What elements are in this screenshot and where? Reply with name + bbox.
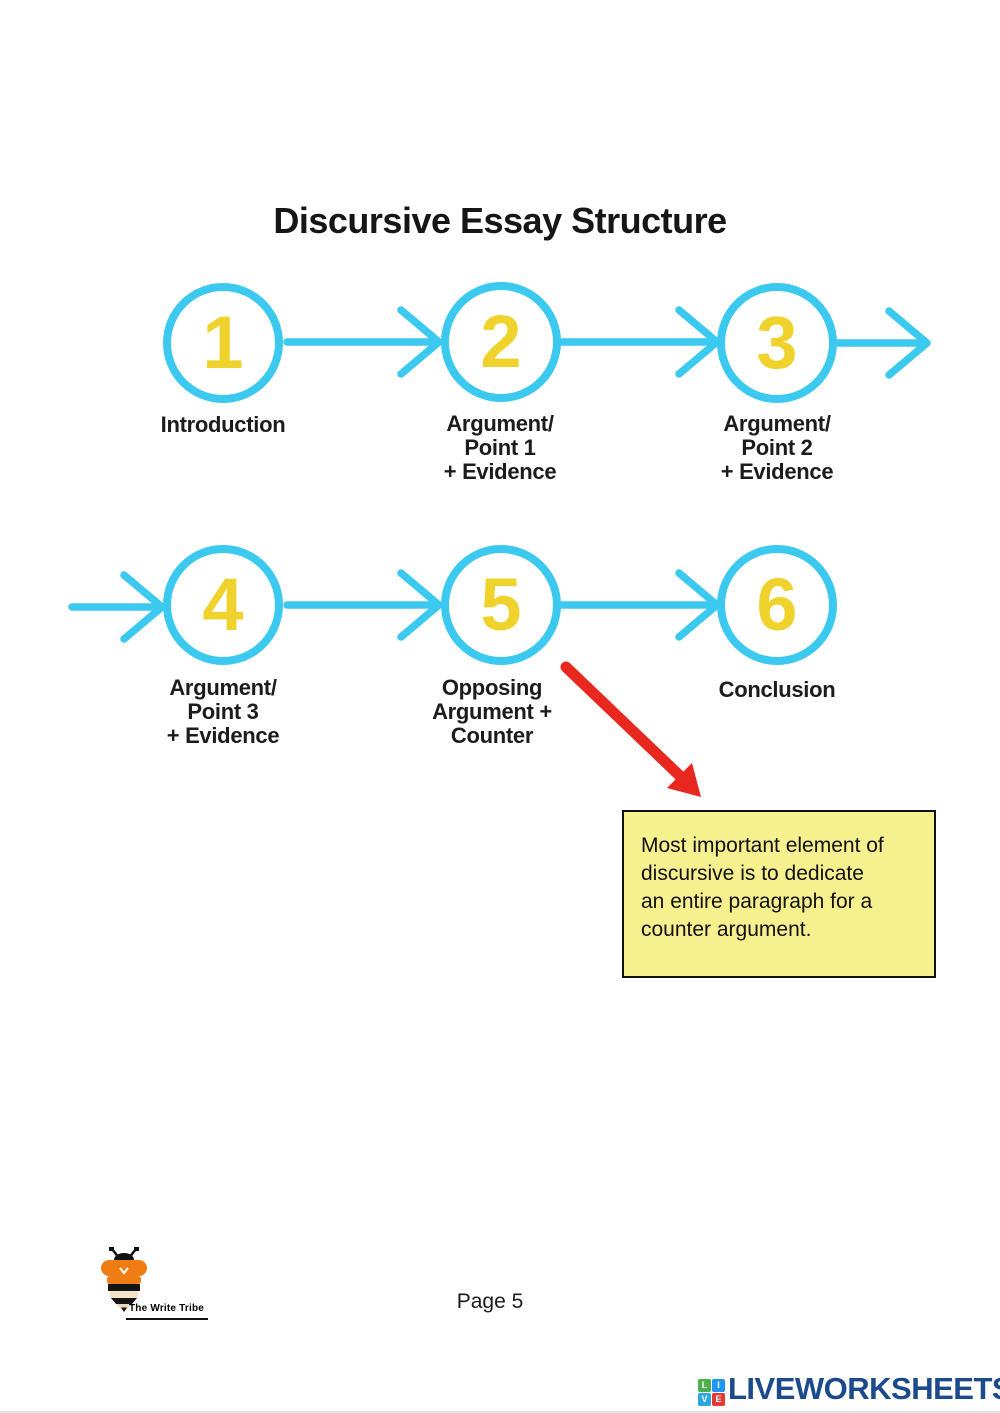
- step-circle-3: 3: [717, 283, 837, 403]
- step-number-2: 2: [480, 300, 522, 383]
- step-label-line: Argument/: [169, 675, 277, 700]
- write-tribe-logo-text: The Write Tribe: [129, 1303, 205, 1314]
- red-callout-arrow: [560, 661, 701, 797]
- step-label-line: Argument/: [446, 411, 554, 436]
- arrowhead-2: [397, 306, 443, 378]
- step-circle-1: 1: [163, 283, 283, 403]
- step-label-line: Counter: [450, 723, 534, 748]
- step-number-1: 1: [202, 301, 244, 384]
- step-number-4: 4: [202, 563, 244, 646]
- page-title: Discursive Essay Structure: [273, 200, 727, 241]
- tile-v: V: [698, 1392, 711, 1406]
- step-label-line: Point 1: [464, 435, 536, 460]
- page-number: Page 5: [456, 1290, 524, 1313]
- step-label-line: Point 3: [187, 699, 259, 724]
- step-number-5: 5: [480, 563, 522, 646]
- step-label-line: + Evidence: [443, 459, 557, 484]
- step-circle-6: 6: [717, 545, 837, 665]
- step-label-argument-point-3: Argument/ Point 3 + Evidence: [93, 676, 353, 748]
- liveworksheets-tiles-icon: L I V E: [698, 1378, 725, 1406]
- tile-l: L: [698, 1378, 711, 1392]
- bottom-divider: [0, 1411, 1000, 1413]
- arrowhead-exit: [885, 307, 931, 379]
- note-line: counter argument.: [641, 918, 812, 941]
- step-label-line: Point 2: [741, 435, 813, 460]
- step-label-line: Introduction: [160, 412, 286, 437]
- step-label-line: Argument/: [723, 411, 831, 436]
- step-label-argument-point-2: Argument/ Point 2 + Evidence: [647, 412, 907, 484]
- step-label-opposing-argument: Opposing Argument + Counter: [362, 676, 622, 748]
- step-circle-5: 5: [441, 545, 561, 665]
- step-number-6: 6: [756, 563, 798, 646]
- liveworksheets-wordmark: LIVEWORKSHEETS: [728, 1371, 1000, 1406]
- note-line: discursive is to dedicate: [641, 862, 864, 885]
- step-label-line: + Evidence: [720, 459, 834, 484]
- liveworksheets-branding: L I V E LIVEWORKSHEETS: [698, 1371, 1000, 1407]
- note-line: an entire paragraph for a: [641, 890, 873, 913]
- step-number-3: 3: [756, 301, 798, 384]
- write-tribe-bee-icon: [101, 1247, 147, 1312]
- step-label-conclusion: Conclusion: [647, 678, 907, 702]
- arrowhead-5: [397, 569, 443, 641]
- note-line: Most important element of: [641, 834, 884, 857]
- arrowhead-4: [120, 571, 166, 643]
- step-label-introduction: Introduction: [93, 413, 353, 437]
- tile-i: I: [712, 1378, 725, 1392]
- step-label-line: Conclusion: [718, 677, 836, 702]
- step-label-line: Argument +: [432, 699, 552, 724]
- logo-underline: [126, 1318, 208, 1320]
- step-label-line: Opposing: [441, 675, 543, 700]
- step-circle-2: 2: [441, 282, 561, 402]
- step-label-argument-point-1: Argument/ Point 1 + Evidence: [370, 412, 630, 484]
- callout-note-box: Most important element of discursive is …: [622, 810, 936, 978]
- cyan-flow-arrows: [68, 306, 931, 643]
- step-label-line: + Evidence: [166, 723, 280, 748]
- step-circle-4: 4: [163, 545, 283, 665]
- tile-e: E: [712, 1392, 725, 1406]
